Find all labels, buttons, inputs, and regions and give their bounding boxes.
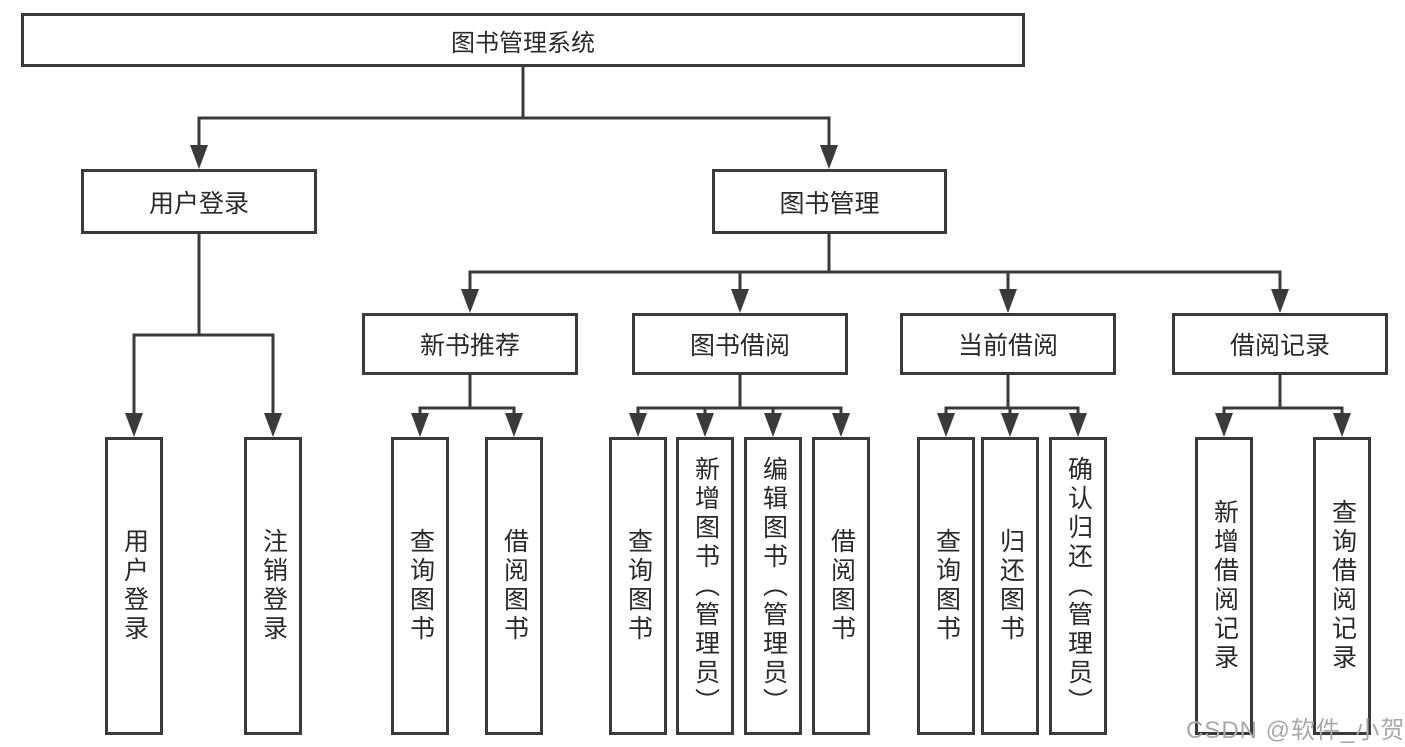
node-label: 借阅图书 (500, 528, 529, 644)
node-book-borrow: 图书借阅 (632, 313, 848, 375)
node-label: 借阅图书 (827, 528, 856, 644)
leaf-borrow-add-books-admin: 新增图书（管理员） (676, 437, 734, 735)
node-label: 编辑图书（管理员） (759, 455, 788, 717)
leaf-newbook-borrow-books: 借阅图书 (485, 437, 543, 735)
node-label: 用户登录 (148, 189, 249, 218)
node-label: 查询图书 (406, 528, 435, 644)
node-label: 归还图书 (996, 528, 1025, 644)
node-library-management-system: 图书管理系统 (21, 13, 1025, 67)
node-label: 新增图书（管理员） (691, 455, 720, 717)
leaf-current-return-books: 归还图书 (981, 437, 1039, 735)
node-label: 当前借阅 (957, 332, 1058, 360)
leaf-user-login: 用户登录 (105, 437, 163, 735)
leaf-current-query-books: 查询图书 (917, 437, 975, 735)
node-label: 图书管理 (779, 189, 880, 218)
node-book-management: 图书管理 (712, 169, 947, 234)
node-label: 注销登录 (259, 528, 288, 644)
node-new-book-recommend: 新书推荐 (362, 313, 578, 375)
node-user-login: 用户登录 (81, 169, 317, 234)
node-label: 新书推荐 (419, 332, 520, 360)
leaf-current-confirm-return-admin: 确认归还（管理员） (1049, 437, 1107, 735)
leaf-borrow-query-books: 查询图书 (609, 437, 667, 735)
leaf-borrow-edit-books-admin: 编辑图书（管理员） (744, 437, 802, 735)
leaf-newbook-query-books: 查询图书 (391, 437, 449, 735)
leaf-records-add-borrow-record: 新增借阅记录 (1195, 437, 1253, 735)
node-label: 新增借阅记录 (1210, 499, 1239, 673)
node-borrow-records: 借阅记录 (1172, 313, 1388, 375)
csdn-watermark: CSDN @软件_小贺同学 (1186, 717, 1405, 744)
node-label: 查询图书 (932, 528, 961, 644)
leaf-borrow-borrow-books: 借阅图书 (812, 437, 870, 735)
arrowhead-icons (125, 145, 1351, 437)
node-label: 查询图书 (624, 528, 653, 644)
node-label: 查询借阅记录 (1328, 499, 1357, 673)
leaf-records-query-borrow-record: 查询借阅记录 (1313, 437, 1371, 735)
node-label: 确认归还（管理员） (1064, 455, 1093, 717)
node-label: 借阅记录 (1229, 332, 1330, 360)
node-label: 图书借阅 (689, 332, 790, 360)
node-label: 用户登录 (120, 528, 149, 644)
node-current-borrow: 当前借阅 (900, 313, 1116, 375)
node-label: 图书管理系统 (451, 29, 595, 57)
leaf-logout: 注销登录 (244, 437, 302, 735)
